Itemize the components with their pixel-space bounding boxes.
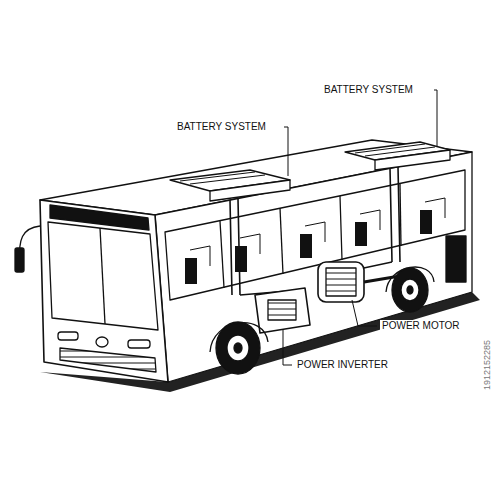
watermark-id: 1912152285	[481, 338, 493, 392]
part-label: BATTERY SYSTEM	[322, 84, 415, 96]
part-label: BATTERY SYSTEM	[175, 121, 268, 133]
part-label: POWER INVERTER	[295, 359, 390, 371]
part-label: POWER MOTOR	[380, 320, 462, 332]
